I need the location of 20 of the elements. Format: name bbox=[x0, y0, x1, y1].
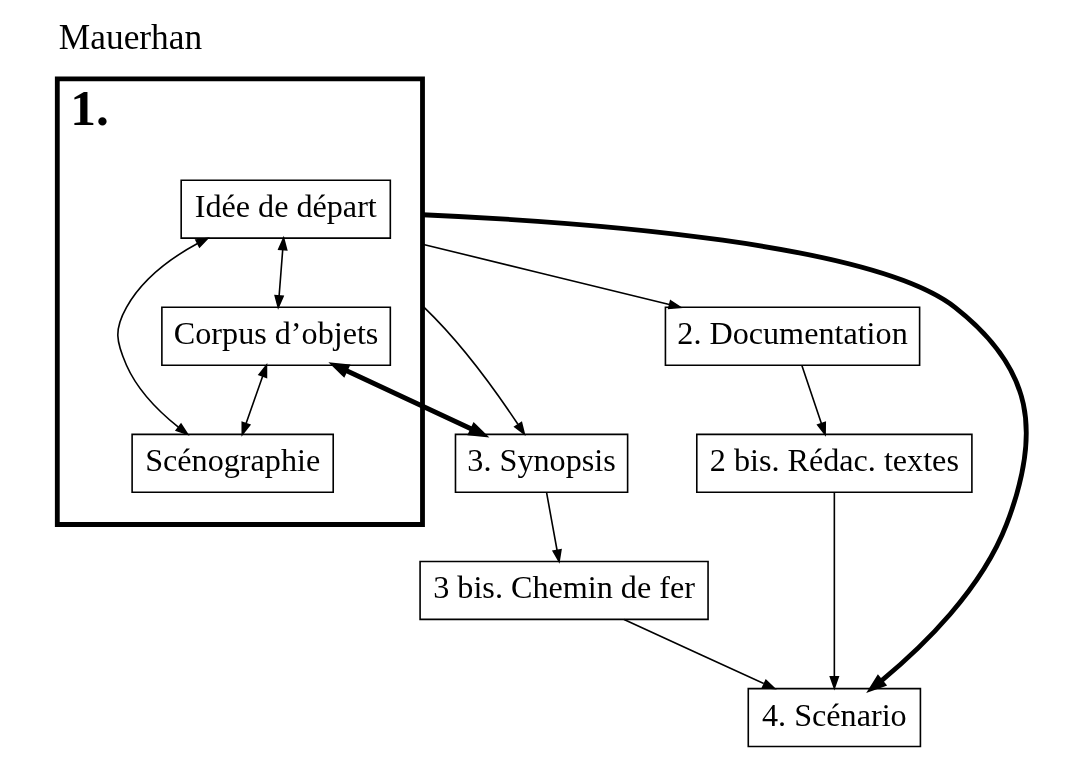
arrow bbox=[274, 235, 288, 310]
arrow bbox=[545, 491, 562, 564]
node-box: Idée de départ bbox=[180, 179, 392, 239]
arrow bbox=[421, 304, 526, 437]
node-box: 2. Documentation bbox=[664, 306, 921, 367]
arrow bbox=[422, 212, 1029, 694]
arrow bbox=[801, 364, 827, 437]
node-box: 3 bis. Chemin de fer bbox=[419, 560, 709, 621]
arrow bbox=[328, 362, 490, 438]
node-box: 3. Synopsis bbox=[454, 433, 629, 494]
diagram-title: Mauerhan bbox=[58, 17, 203, 58]
arrow bbox=[421, 243, 683, 310]
arrow bbox=[117, 237, 210, 436]
arrow bbox=[623, 618, 777, 690]
node-box: Scénographie bbox=[131, 433, 334, 494]
node-box: 4. Scénario bbox=[747, 687, 922, 748]
arrow bbox=[829, 491, 840, 691]
arrow bbox=[241, 363, 268, 437]
node-box: 2 bis. Rédac. textes bbox=[696, 433, 973, 494]
node-box: Corpus d’objets bbox=[161, 306, 392, 367]
